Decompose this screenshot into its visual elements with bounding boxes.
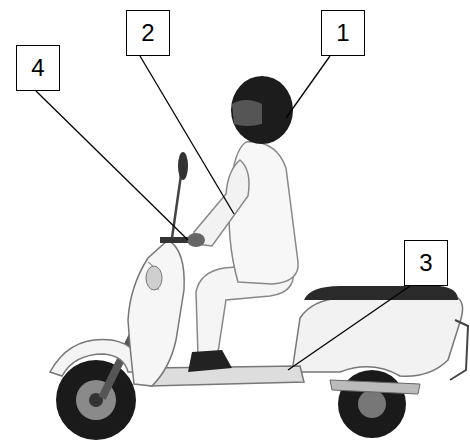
- helmet-visor: [232, 100, 262, 126]
- seat: [304, 286, 458, 300]
- callout-number: 4: [31, 56, 44, 80]
- callout-number: 2: [141, 21, 154, 45]
- helmet: [231, 76, 293, 144]
- rear-wheel: [338, 370, 406, 438]
- front-shield: [128, 240, 184, 386]
- front-wheel: [56, 360, 136, 440]
- rear-body: [292, 298, 463, 376]
- mirror-stalk: [172, 168, 182, 238]
- callout-box: 1: [321, 10, 365, 56]
- callout-box: 4: [16, 45, 60, 91]
- rider-shoe: [188, 350, 232, 372]
- callout-box: 3: [404, 240, 448, 286]
- leader-line: [36, 91, 188, 240]
- leader-line: [288, 286, 410, 370]
- footboard: [150, 366, 304, 386]
- callout-number: 3: [419, 251, 432, 275]
- exhaust: [330, 380, 420, 394]
- leader-line: [140, 56, 234, 214]
- rider-arm: [194, 160, 249, 246]
- callout-box: 2: [126, 10, 170, 56]
- leader-line: [286, 56, 330, 118]
- front-fender: [50, 339, 142, 376]
- rider-glove: [187, 233, 205, 247]
- headlight: [146, 266, 162, 290]
- callout-number: 1: [336, 21, 349, 45]
- rear-hub: [358, 390, 386, 418]
- mirror: [178, 152, 188, 180]
- rear-rack: [450, 320, 468, 380]
